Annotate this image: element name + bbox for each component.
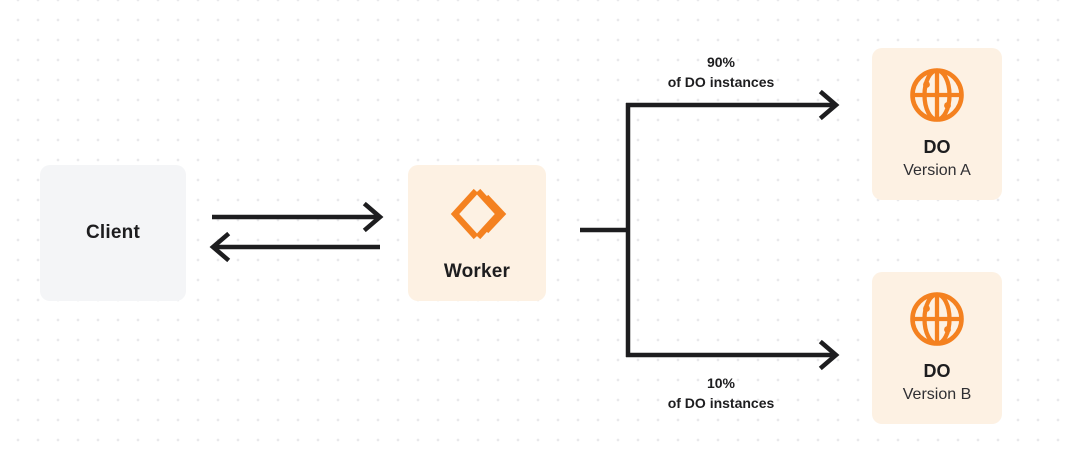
edge-label-do-b-caption: of DO instances bbox=[667, 395, 775, 412]
node-worker[interactable]: Worker bbox=[408, 165, 546, 301]
edge-label-do-a-percent: 90% bbox=[706, 54, 736, 70]
node-client[interactable]: Client bbox=[40, 165, 186, 301]
node-do-a-subtitle: Version A bbox=[903, 161, 971, 179]
node-do-a-title: DO bbox=[923, 137, 951, 158]
edge-label-do-b-percent: 10% bbox=[706, 375, 736, 391]
node-do-b-title: DO bbox=[923, 361, 951, 382]
durable-object-globe-icon bbox=[908, 66, 966, 124]
node-worker-label: Worker bbox=[443, 260, 511, 282]
durable-object-globe-icon bbox=[908, 290, 966, 348]
cloudflare-workers-icon bbox=[446, 183, 508, 245]
node-do-b-subtitle: Version B bbox=[902, 385, 972, 403]
edge-client-to-worker bbox=[212, 201, 384, 233]
edge-worker-to-client bbox=[209, 231, 380, 263]
node-do-version-a[interactable]: DO Version A bbox=[872, 48, 1002, 200]
edge-label-do-a-caption: of DO instances bbox=[667, 74, 775, 91]
edge-label-do-a: 90% of DO instances bbox=[626, 52, 816, 93]
node-client-label: Client bbox=[86, 221, 140, 243]
edge-label-do-b: 10% of DO instances bbox=[626, 373, 816, 414]
node-do-version-b[interactable]: DO Version B bbox=[872, 272, 1002, 424]
edge-worker-to-do-b bbox=[626, 339, 840, 371]
edge-worker-to-do-a bbox=[626, 89, 840, 121]
